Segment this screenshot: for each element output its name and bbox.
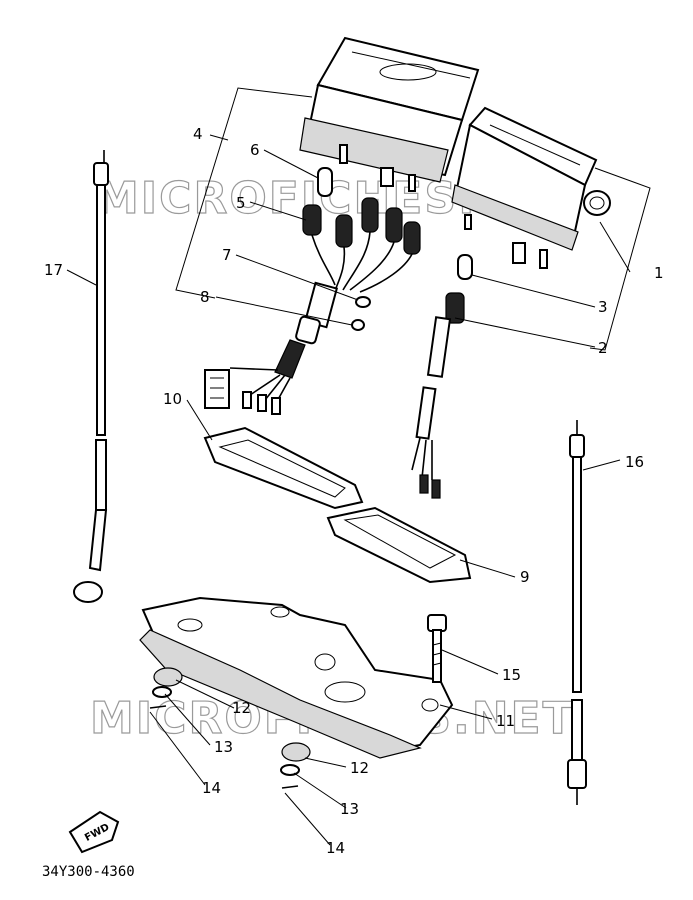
tachometer-cable bbox=[567, 420, 587, 805]
callout-11: 11 bbox=[496, 712, 515, 730]
grommet-right-icon bbox=[281, 742, 311, 762]
callout-12-left: 12 bbox=[232, 699, 251, 717]
connector-icon bbox=[204, 369, 230, 409]
washer-right-icon bbox=[280, 764, 300, 776]
speedometer-assembly bbox=[299, 36, 480, 192]
grommet-left-icon bbox=[153, 667, 183, 687]
clip-right-icon bbox=[281, 785, 299, 789]
callout-2: 2 bbox=[598, 339, 608, 357]
washer-7-icon bbox=[355, 296, 371, 308]
mounting-hardware bbox=[149, 667, 311, 789]
nut-8-icon bbox=[351, 319, 365, 331]
bulb-sockets bbox=[302, 167, 473, 293]
callout-15: 15 bbox=[502, 666, 521, 684]
meter-dampers bbox=[203, 426, 472, 584]
callout-12-right: 12 bbox=[350, 759, 369, 777]
callout-10: 10 bbox=[163, 390, 182, 408]
callout-14-right: 14 bbox=[326, 839, 345, 857]
bulb-3-icon bbox=[457, 254, 473, 280]
drawing-part-number: 34Y300-4360 bbox=[42, 864, 135, 880]
callout-4: 4 bbox=[193, 125, 203, 143]
callout-13-left: 13 bbox=[214, 738, 233, 756]
callout-labels: 1 2 3 4 5 6 7 8 9 10 11 12 12 13 13 14 1… bbox=[44, 125, 664, 857]
callout-17: 17 bbox=[44, 261, 63, 279]
bulb-6-icon bbox=[317, 167, 333, 197]
callout-1: 1 bbox=[654, 264, 664, 282]
clip-left-icon bbox=[149, 705, 167, 709]
leader-lines bbox=[66, 134, 631, 846]
callout-13-right: 13 bbox=[340, 800, 359, 818]
wire-harness bbox=[204, 281, 371, 415]
callout-16: 16 bbox=[625, 453, 644, 471]
bolt-15 bbox=[427, 614, 447, 683]
meter-bracket bbox=[139, 596, 454, 759]
grouping-brackets bbox=[175, 87, 651, 351]
speedometer-cable bbox=[73, 150, 109, 603]
tachometer-assembly bbox=[451, 106, 611, 269]
callout-5: 5 bbox=[236, 194, 246, 212]
callout-8: 8 bbox=[200, 288, 210, 306]
washer-left-icon bbox=[152, 686, 172, 698]
callout-14-left: 14 bbox=[202, 779, 221, 797]
tach-socket-lead bbox=[411, 292, 465, 499]
callout-9: 9 bbox=[520, 568, 530, 586]
callout-3: 3 bbox=[598, 298, 608, 316]
fwd-arrow: FWD bbox=[68, 810, 120, 854]
callout-6: 6 bbox=[250, 141, 260, 159]
callout-7: 7 bbox=[222, 246, 232, 264]
